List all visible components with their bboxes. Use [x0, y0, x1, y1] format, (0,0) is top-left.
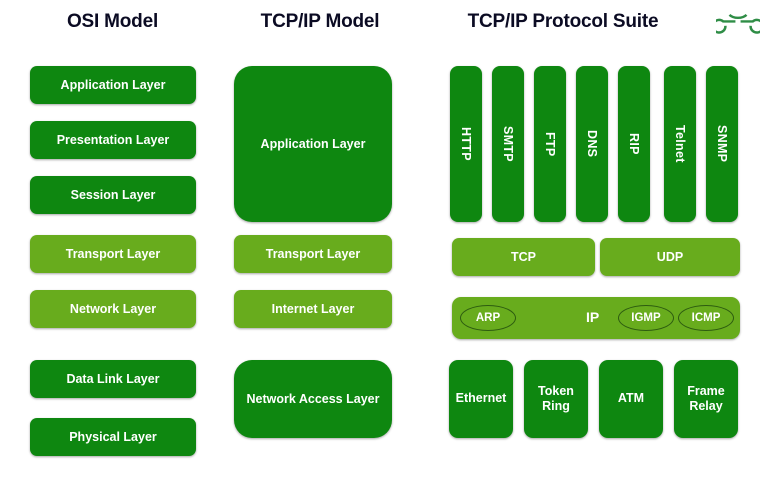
- osi-layer-presentation[interactable]: Presentation Layer: [30, 121, 196, 159]
- protocol-label: SMTP: [501, 126, 516, 162]
- geeksforgeeks-logo-icon: [711, 8, 765, 34]
- osi-layer-physical[interactable]: Physical Layer: [30, 418, 196, 456]
- tcpip-layer-label: Application Layer: [260, 136, 366, 151]
- tcpip-model-title: TCP/IP Model: [260, 11, 380, 32]
- protocol-ellipse-igmp[interactable]: IGMP: [618, 305, 674, 331]
- osi-layer-label: Transport Layer: [65, 246, 161, 261]
- protocol-label: UDP: [656, 249, 684, 264]
- osi-layer-label: Physical Layer: [69, 429, 157, 444]
- tcpip-layer-internet[interactable]: Internet Layer: [234, 290, 392, 328]
- protocol-suite-title: TCP/IP Protocol Suite: [467, 11, 659, 32]
- protocol-bar-ftp[interactable]: FTP: [534, 66, 566, 222]
- protocol-label: RIP: [627, 133, 642, 155]
- protocol-label: FTP: [543, 131, 558, 157]
- protocol-bar-rip[interactable]: RIP: [618, 66, 650, 222]
- tcpip-layer-label: Network Access Layer: [246, 391, 380, 406]
- protocol-box-frame-relay[interactable]: Frame Relay: [674, 360, 738, 438]
- protocol-label: ARP: [475, 312, 501, 324]
- protocol-label: SNMP: [715, 125, 730, 163]
- osi-layer-label: Data Link Layer: [66, 371, 160, 386]
- protocol-label: TCP: [511, 249, 536, 264]
- osi-layer-label: Application Layer: [60, 77, 166, 92]
- protocol-label: Frame Relay: [687, 383, 725, 413]
- protocol-ellipse-icmp[interactable]: ICMP: [678, 305, 734, 331]
- osi-layer-label: Session Layer: [70, 187, 156, 202]
- protocol-label: Telnet: [673, 125, 688, 163]
- osi-layer-application[interactable]: Application Layer: [30, 66, 196, 104]
- protocol-box-atm[interactable]: ATM: [599, 360, 663, 438]
- osi-layer-network[interactable]: Network Layer: [30, 290, 196, 328]
- osi-layer-session[interactable]: Session Layer: [30, 176, 196, 214]
- tcpip-layer-transport[interactable]: Transport Layer: [234, 235, 392, 273]
- protocol-ellipse-arp[interactable]: ARP: [460, 305, 516, 331]
- tcpip-layer-network-access[interactable]: Network Access Layer: [234, 360, 392, 438]
- protocol-bar-snmp[interactable]: SNMP: [706, 66, 738, 222]
- protocol-box-token-ring[interactable]: Token Ring: [524, 360, 588, 438]
- tcpip-layer-label: Transport Layer: [265, 246, 361, 261]
- protocol-bar-http[interactable]: HTTP: [450, 66, 482, 222]
- tcpip-layer-application[interactable]: Application Layer: [234, 66, 392, 222]
- protocol-label: ICMP: [691, 312, 721, 324]
- osi-model-title: OSI Model: [66, 11, 159, 32]
- protocol-band-ip[interactable]: ARP IP IGMP ICMP: [452, 297, 740, 339]
- protocol-bar-smtp[interactable]: SMTP: [492, 66, 524, 222]
- protocol-label: Ethernet: [455, 391, 507, 406]
- protocol-label: DNS: [585, 130, 600, 158]
- tcpip-layer-label: Internet Layer: [271, 301, 355, 316]
- protocol-box-ethernet[interactable]: Ethernet: [449, 360, 513, 438]
- osi-layer-transport[interactable]: Transport Layer: [30, 235, 196, 273]
- protocol-box-tcp[interactable]: TCP: [452, 238, 595, 276]
- protocol-label: IGMP: [631, 312, 661, 324]
- osi-layer-label: Presentation Layer: [56, 132, 170, 147]
- protocol-label-ip: IP: [586, 309, 600, 325]
- protocol-box-udp[interactable]: UDP: [600, 238, 740, 276]
- protocol-bar-dns[interactable]: DNS: [576, 66, 608, 222]
- protocol-bar-telnet[interactable]: Telnet: [664, 66, 696, 222]
- osi-layer-data-link[interactable]: Data Link Layer: [30, 360, 196, 398]
- protocol-label: HTTP: [459, 127, 474, 161]
- protocol-label: Token Ring: [538, 383, 574, 413]
- protocol-label: ATM: [617, 391, 645, 406]
- osi-layer-label: Network Layer: [69, 301, 157, 316]
